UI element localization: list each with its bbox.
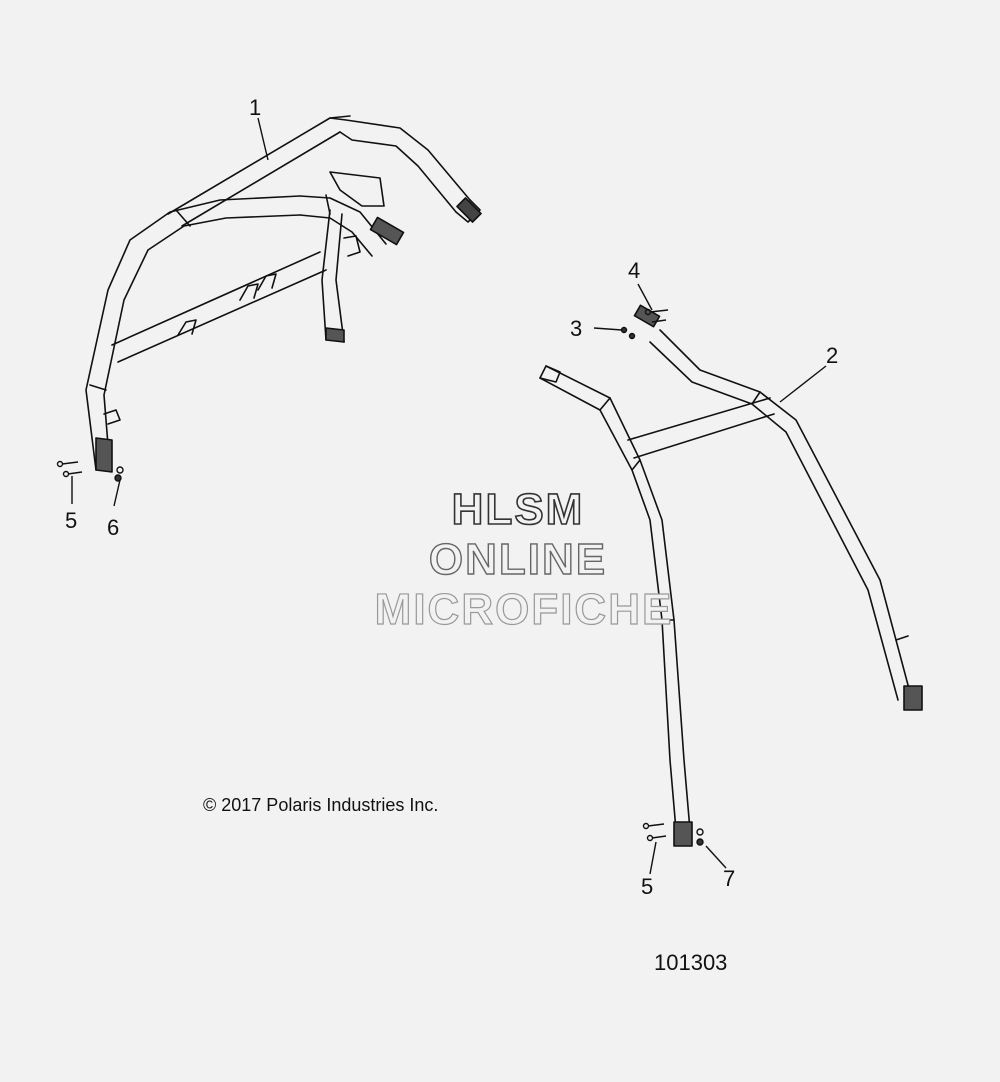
watermark-line-3: MICROFICHE [374, 585, 674, 634]
front-cage-assembly [85, 115, 482, 473]
callout-3[interactable]: 3 [570, 316, 583, 341]
callout-2[interactable]: 2 [826, 343, 839, 368]
callout-1[interactable]: 1 [249, 95, 262, 120]
watermark-line-2: ONLINE [428, 535, 608, 584]
watermark-line-1: HLSM [451, 485, 585, 534]
callout-6[interactable]: 6 [107, 515, 120, 540]
callout-5-left[interactable]: 5 [65, 508, 78, 533]
diagram-number: 101303 [654, 950, 728, 975]
rear-cage-assembly [539, 304, 923, 847]
hardware [56, 308, 704, 846]
copyright-notice: © 2017 Polaris Industries Inc. [203, 795, 439, 815]
callout-7[interactable]: 7 [723, 866, 736, 891]
callout-5-right[interactable]: 5 [641, 874, 654, 899]
leader-lines [71, 117, 827, 875]
callout-4[interactable]: 4 [628, 258, 641, 283]
